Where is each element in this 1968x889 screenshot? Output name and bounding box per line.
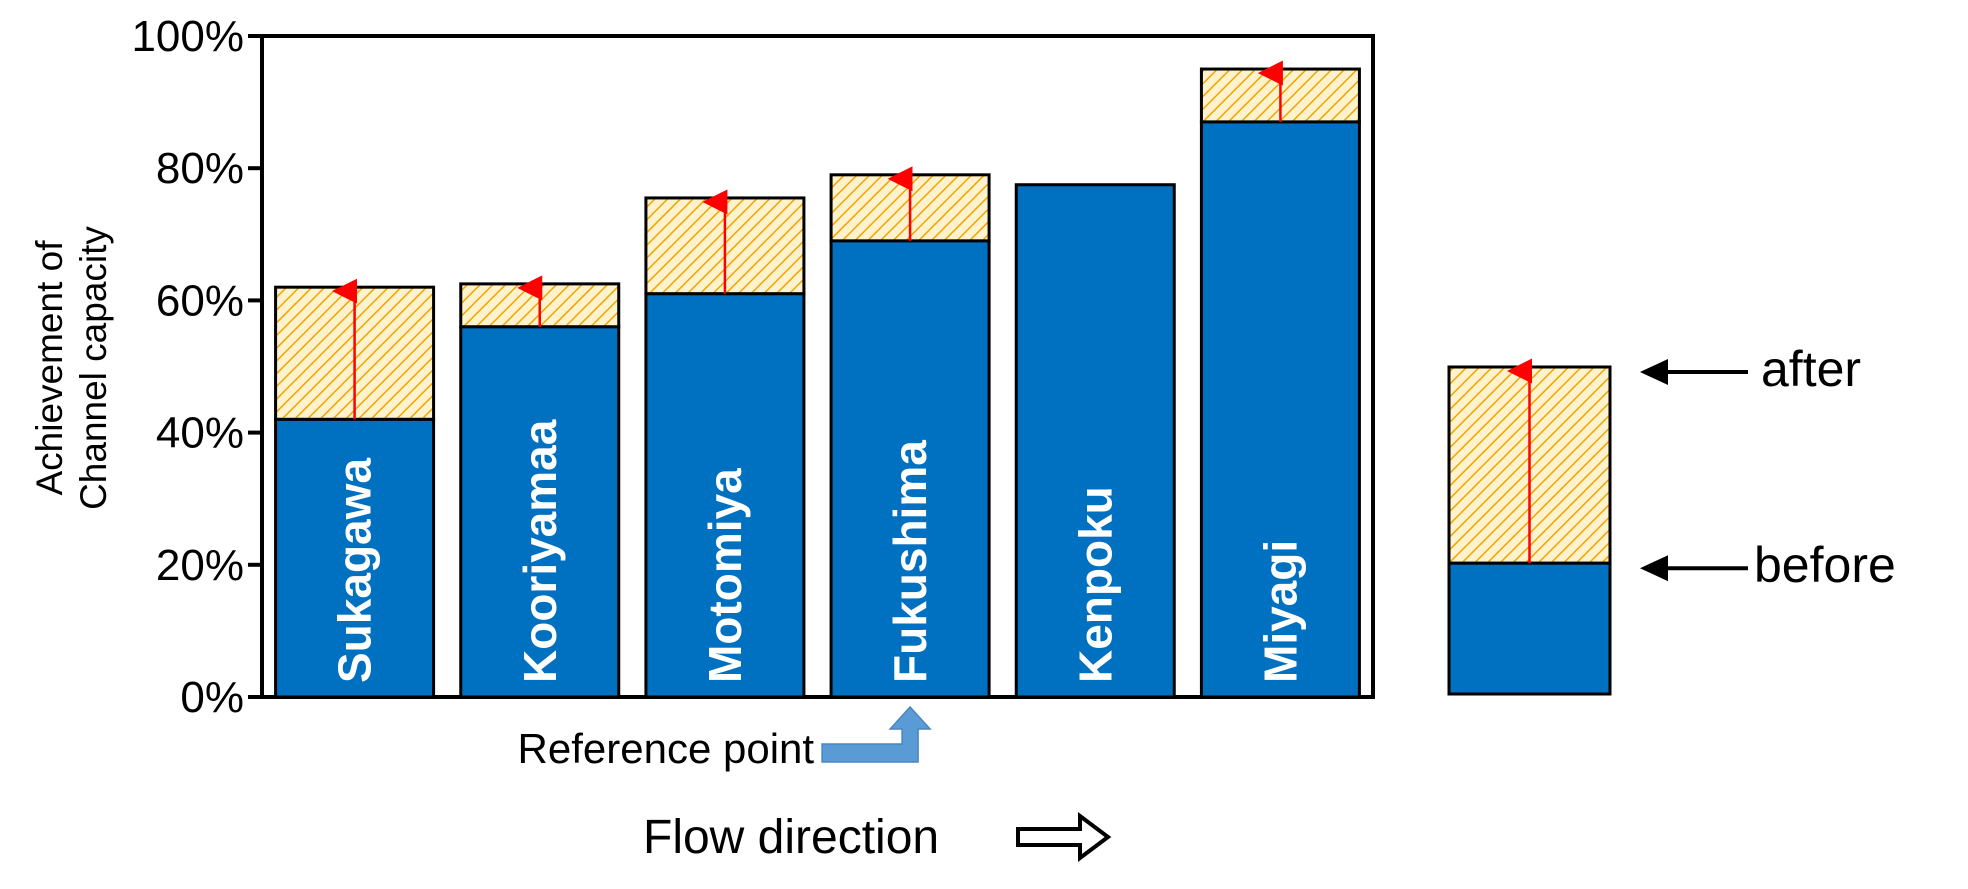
- legend-after-label: after: [1761, 341, 1861, 397]
- bar-before: [1014, 183, 1176, 699]
- category-label: Motomiya: [699, 468, 751, 683]
- category-label: Kenpoku: [1069, 486, 1121, 683]
- bar-before: [829, 239, 991, 699]
- category-label: Fukushima: [884, 440, 936, 683]
- plot-frame: [260, 34, 1375, 699]
- y-tick-label: 0%: [180, 673, 244, 722]
- reference-point-label: Reference point: [518, 725, 815, 772]
- y-tick-label: 20%: [156, 541, 244, 590]
- bars-layer: [274, 60, 1361, 699]
- legend: after before: [1447, 341, 1896, 696]
- y-axis-label: Achievement of: [29, 240, 70, 496]
- y-tick-label: 80%: [156, 144, 244, 193]
- legend-before-swatch: [1447, 561, 1612, 696]
- bar-before: [1199, 120, 1361, 699]
- pointer-arrow-icon: [1640, 359, 1668, 385]
- category-label: Miyagi: [1254, 540, 1306, 683]
- flow-direction-label: Flow direction: [643, 811, 939, 864]
- reference-arrow-icon: [821, 705, 932, 763]
- y-tick-label: 60%: [156, 276, 244, 325]
- y-tick-label: 40%: [156, 409, 244, 458]
- bar-before: [274, 417, 436, 699]
- y-tick-label: 100%: [131, 12, 244, 61]
- legend-before-label: before: [1754, 537, 1896, 593]
- axes-layer: [248, 34, 1375, 699]
- y-axis-label: Channel capacity: [73, 226, 114, 510]
- bar-before: [644, 292, 806, 699]
- pointer-arrow-icon: [1640, 555, 1668, 582]
- category-label: Kooriyamaa: [514, 419, 566, 683]
- category-label: Sukagawa: [329, 458, 381, 683]
- flow-arrow-icon: [1016, 812, 1112, 862]
- bar-before: [459, 325, 621, 699]
